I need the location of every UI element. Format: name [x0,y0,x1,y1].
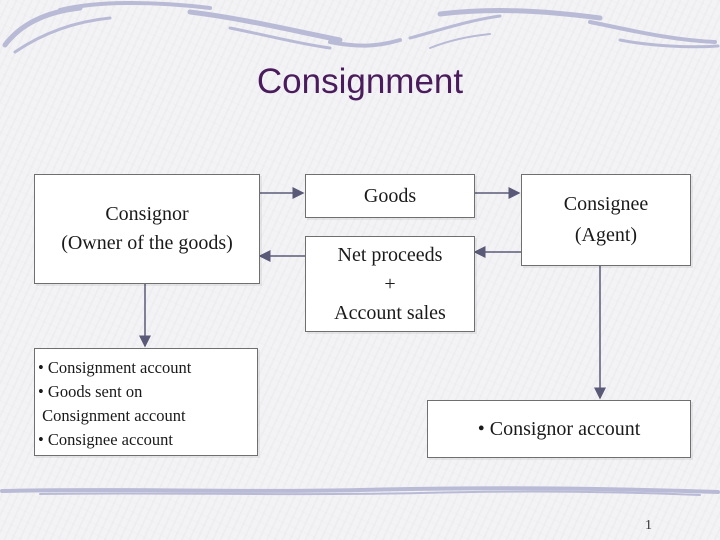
account-sales-label: Account sales [334,301,446,324]
consignee-label: Consignee [563,193,649,215]
plus-sign: + [384,272,396,295]
goods-box: Goods [305,174,475,218]
net-proceeds-label: Net proceeds [337,243,443,266]
page-number: 1 [645,518,652,533]
consignor-account-label: • Consignor account [477,417,641,440]
top-decorative-band [2,1,720,54]
consignor-box: Consignor (Owner of the goods) [34,174,260,284]
books-item-consignee-account: • Consignee account [38,430,173,449]
consignor-role: (Owner of the goods) [61,232,233,254]
consignor-label: Consignor [105,203,189,225]
consignee-box: Consignee (Agent) [521,174,691,266]
consignee-role: (Agent) [574,224,638,246]
consignee-books-box: • Consignor account [427,400,691,458]
net-proceeds-box: Net proceeds + Account sales [305,236,475,332]
books-item-goods-sent-on: • Goods sent on [38,382,143,401]
consignor-books-box: • Consignment account • Goods sent on Co… [34,348,258,456]
books-item-goods-sent-on-cont: Consignment account [38,406,186,425]
goods-label: Goods [363,184,417,207]
slide-title: Consignment [256,62,464,101]
books-item-consignment-account: • Consignment account [38,358,192,377]
bottom-decorative-band [0,486,720,496]
